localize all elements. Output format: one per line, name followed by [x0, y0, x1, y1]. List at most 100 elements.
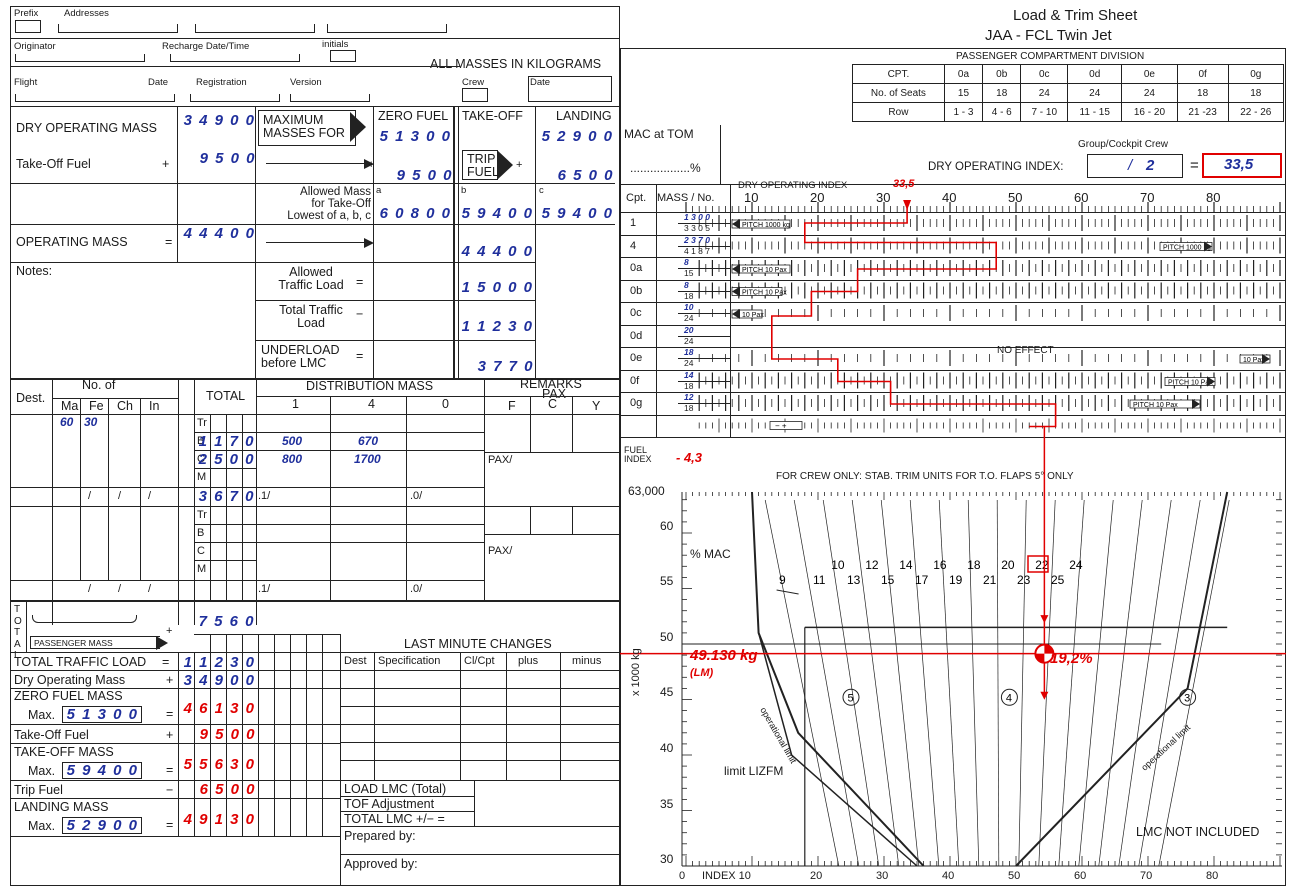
- landing-header: LANDING: [556, 109, 612, 123]
- trim-doi-header: DRY OPERATING INDEX: [738, 180, 848, 191]
- mac-label: 18: [967, 558, 981, 572]
- mac-label: 20: [1001, 558, 1015, 572]
- dom-label: DRY OPERATING MASS: [16, 121, 158, 135]
- crew-field[interactable]: [462, 88, 488, 102]
- f-header: F: [508, 399, 516, 413]
- env-y-50: 50: [660, 630, 674, 644]
- zone-number: 5: [848, 692, 854, 704]
- env-x-20: 20: [810, 870, 823, 882]
- trim-path: [771, 202, 1057, 428]
- mac-line: [967, 499, 980, 867]
- c-dist-1: 800: [282, 452, 303, 466]
- pcd-title: PASSENGER COMPARTMENT DIVISION: [956, 51, 1145, 62]
- env-left-limit: [751, 491, 925, 867]
- trim-row-bottom: 24: [684, 313, 694, 323]
- in-header: In: [149, 399, 160, 413]
- notes-label: Notes:: [16, 264, 53, 278]
- trim-scale-70: 70: [1140, 190, 1155, 205]
- row-m-2: M: [197, 563, 207, 575]
- mac-at-tom-field[interactable]: ..................%: [630, 161, 701, 175]
- mac-line: [793, 499, 860, 867]
- originator-label: Originator: [14, 41, 56, 52]
- doi-result-box: [1202, 153, 1282, 178]
- mac-label: 24: [1069, 558, 1083, 572]
- passenger-mass-box: [30, 636, 160, 649]
- originator-field[interactable]: [15, 54, 145, 62]
- pitch-label: PITCH 10 Pax: [742, 267, 787, 274]
- recharge-field[interactable]: [170, 54, 300, 62]
- mac-line: [938, 499, 960, 867]
- doi-crew-box: [1087, 154, 1183, 178]
- address-field-1[interactable]: [58, 24, 178, 33]
- summary-tof-label: Take-Off Fuel: [14, 728, 89, 742]
- max-masses-label: MAXIMUM MASSES FOR: [263, 113, 345, 141]
- trim-scale-60: 60: [1074, 190, 1089, 205]
- mac-line: [822, 499, 880, 867]
- lmc-spec: Specification: [378, 655, 441, 667]
- row-c-2: C: [197, 545, 205, 557]
- trim-row-bottom: 24: [684, 358, 694, 368]
- env-x-50: 50: [1008, 870, 1021, 882]
- trim-row-bottom: 18: [684, 403, 694, 413]
- recharge-label: Recharge Date/Time: [162, 41, 250, 52]
- trim-row-top: 10: [684, 302, 694, 312]
- passenger-mass-label: PASSENGER MASS: [34, 638, 113, 648]
- initials-field[interactable]: [330, 50, 356, 62]
- zone-number: 4: [1006, 692, 1012, 704]
- date2-field[interactable]: [528, 76, 612, 102]
- mac-line: [851, 499, 900, 867]
- doi-slash: /: [1128, 157, 1133, 174]
- pitch-arrow: [1204, 241, 1212, 252]
- ch-header: Ch: [117, 399, 133, 413]
- pitch-arrow: [1262, 354, 1270, 364]
- pitch-label: PITCH 1000 kg: [742, 222, 790, 229]
- env-x-70: 70: [1140, 870, 1153, 882]
- trim-row-bottom: 3 3 0 5: [684, 223, 710, 233]
- fe-header: Fe: [89, 399, 104, 413]
- fuel-pitch-sign: − +: [775, 422, 787, 431]
- mac-line: [1038, 499, 1056, 867]
- env-y-60: 60: [660, 519, 674, 533]
- mac-at-tom-label: MAC at TOM: [624, 127, 694, 141]
- lm-max-label: Max.: [28, 819, 56, 833]
- dist-col-0: 0: [442, 397, 449, 411]
- trim-row-cpt: 0c: [630, 307, 642, 319]
- lm-tag: (LM): [690, 667, 714, 679]
- mac-label: 13: [847, 573, 861, 587]
- flight-field[interactable]: [15, 94, 175, 102]
- registration-field[interactable]: [190, 94, 280, 102]
- dest-header: Dest.: [16, 391, 46, 405]
- trip-fuel-label: TRIP FUEL: [467, 152, 499, 180]
- b-dist-1: 500: [282, 434, 303, 448]
- address-field-2[interactable]: [195, 24, 315, 33]
- trim-scale-40: 40: [942, 190, 957, 205]
- trim-row-top: 2 3 7 0: [684, 234, 710, 245]
- c-dist-4: 1700: [354, 452, 381, 466]
- mac-label: 19: [949, 573, 963, 587]
- limit-lizfm-label: limit LIZFM: [724, 764, 784, 778]
- sum2-d0: .0/: [410, 583, 423, 595]
- address-field-3[interactable]: [327, 24, 447, 33]
- remarks-header: REMARKS: [520, 377, 582, 391]
- pitch-label: PITCH 10 Pax: [742, 290, 787, 297]
- mac-label: 15: [881, 573, 895, 587]
- dist-col-1: 1: [292, 397, 299, 411]
- version-label: Version: [290, 77, 322, 88]
- trim-cpt-header: Cpt.: [626, 192, 647, 204]
- env-x-0: 0: [679, 870, 686, 882]
- right-panel: [620, 48, 1286, 886]
- row-tr: Tr: [197, 417, 207, 429]
- lmc-title: LAST MINUTE CHANGES: [404, 637, 552, 651]
- trim-row-top: 8: [684, 257, 689, 267]
- prefix-field[interactable]: [15, 20, 41, 33]
- lmc-total: TOTAL LMC +/− =: [344, 812, 445, 826]
- doi-marker-label: 33,5: [893, 178, 915, 190]
- version-field[interactable]: [290, 94, 370, 102]
